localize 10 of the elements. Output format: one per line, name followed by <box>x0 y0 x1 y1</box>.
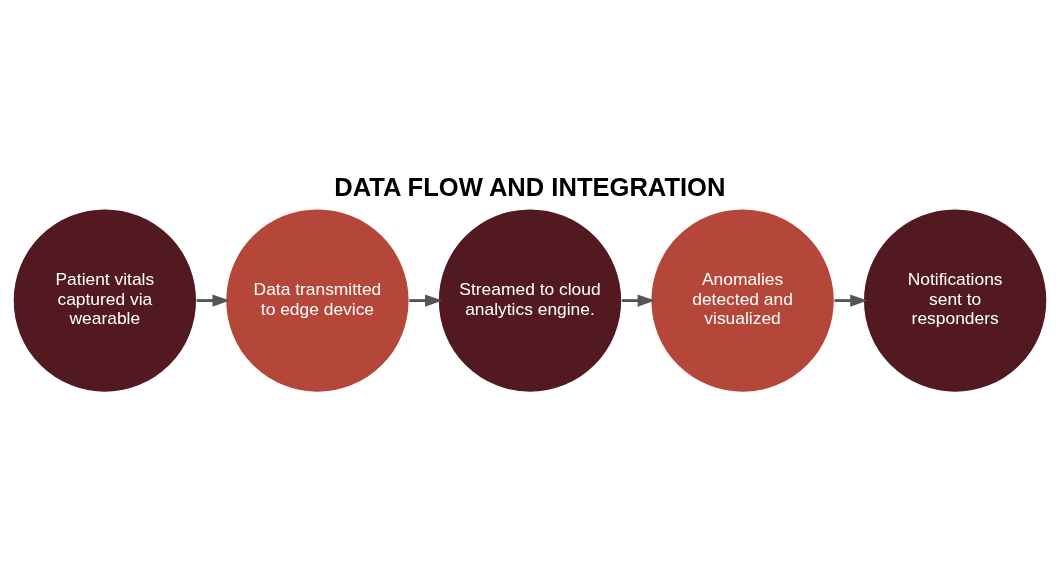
node-circle: Streamed to cloud analytics engine. <box>437 207 623 393</box>
node-circle: Anomalies detected and visualized <box>650 207 835 393</box>
arrow <box>834 293 868 307</box>
node-circle: Patient vitals captured via wearable <box>12 207 198 393</box>
arrow <box>196 293 230 307</box>
node-circle: Notifications sent to responders <box>862 207 1048 393</box>
diagram-title: DATA FLOW AND INTEGRATION <box>334 172 726 201</box>
arrow <box>621 293 656 307</box>
node-circle: Data transmitted to edge device <box>225 207 410 393</box>
arrow <box>409 293 443 307</box>
